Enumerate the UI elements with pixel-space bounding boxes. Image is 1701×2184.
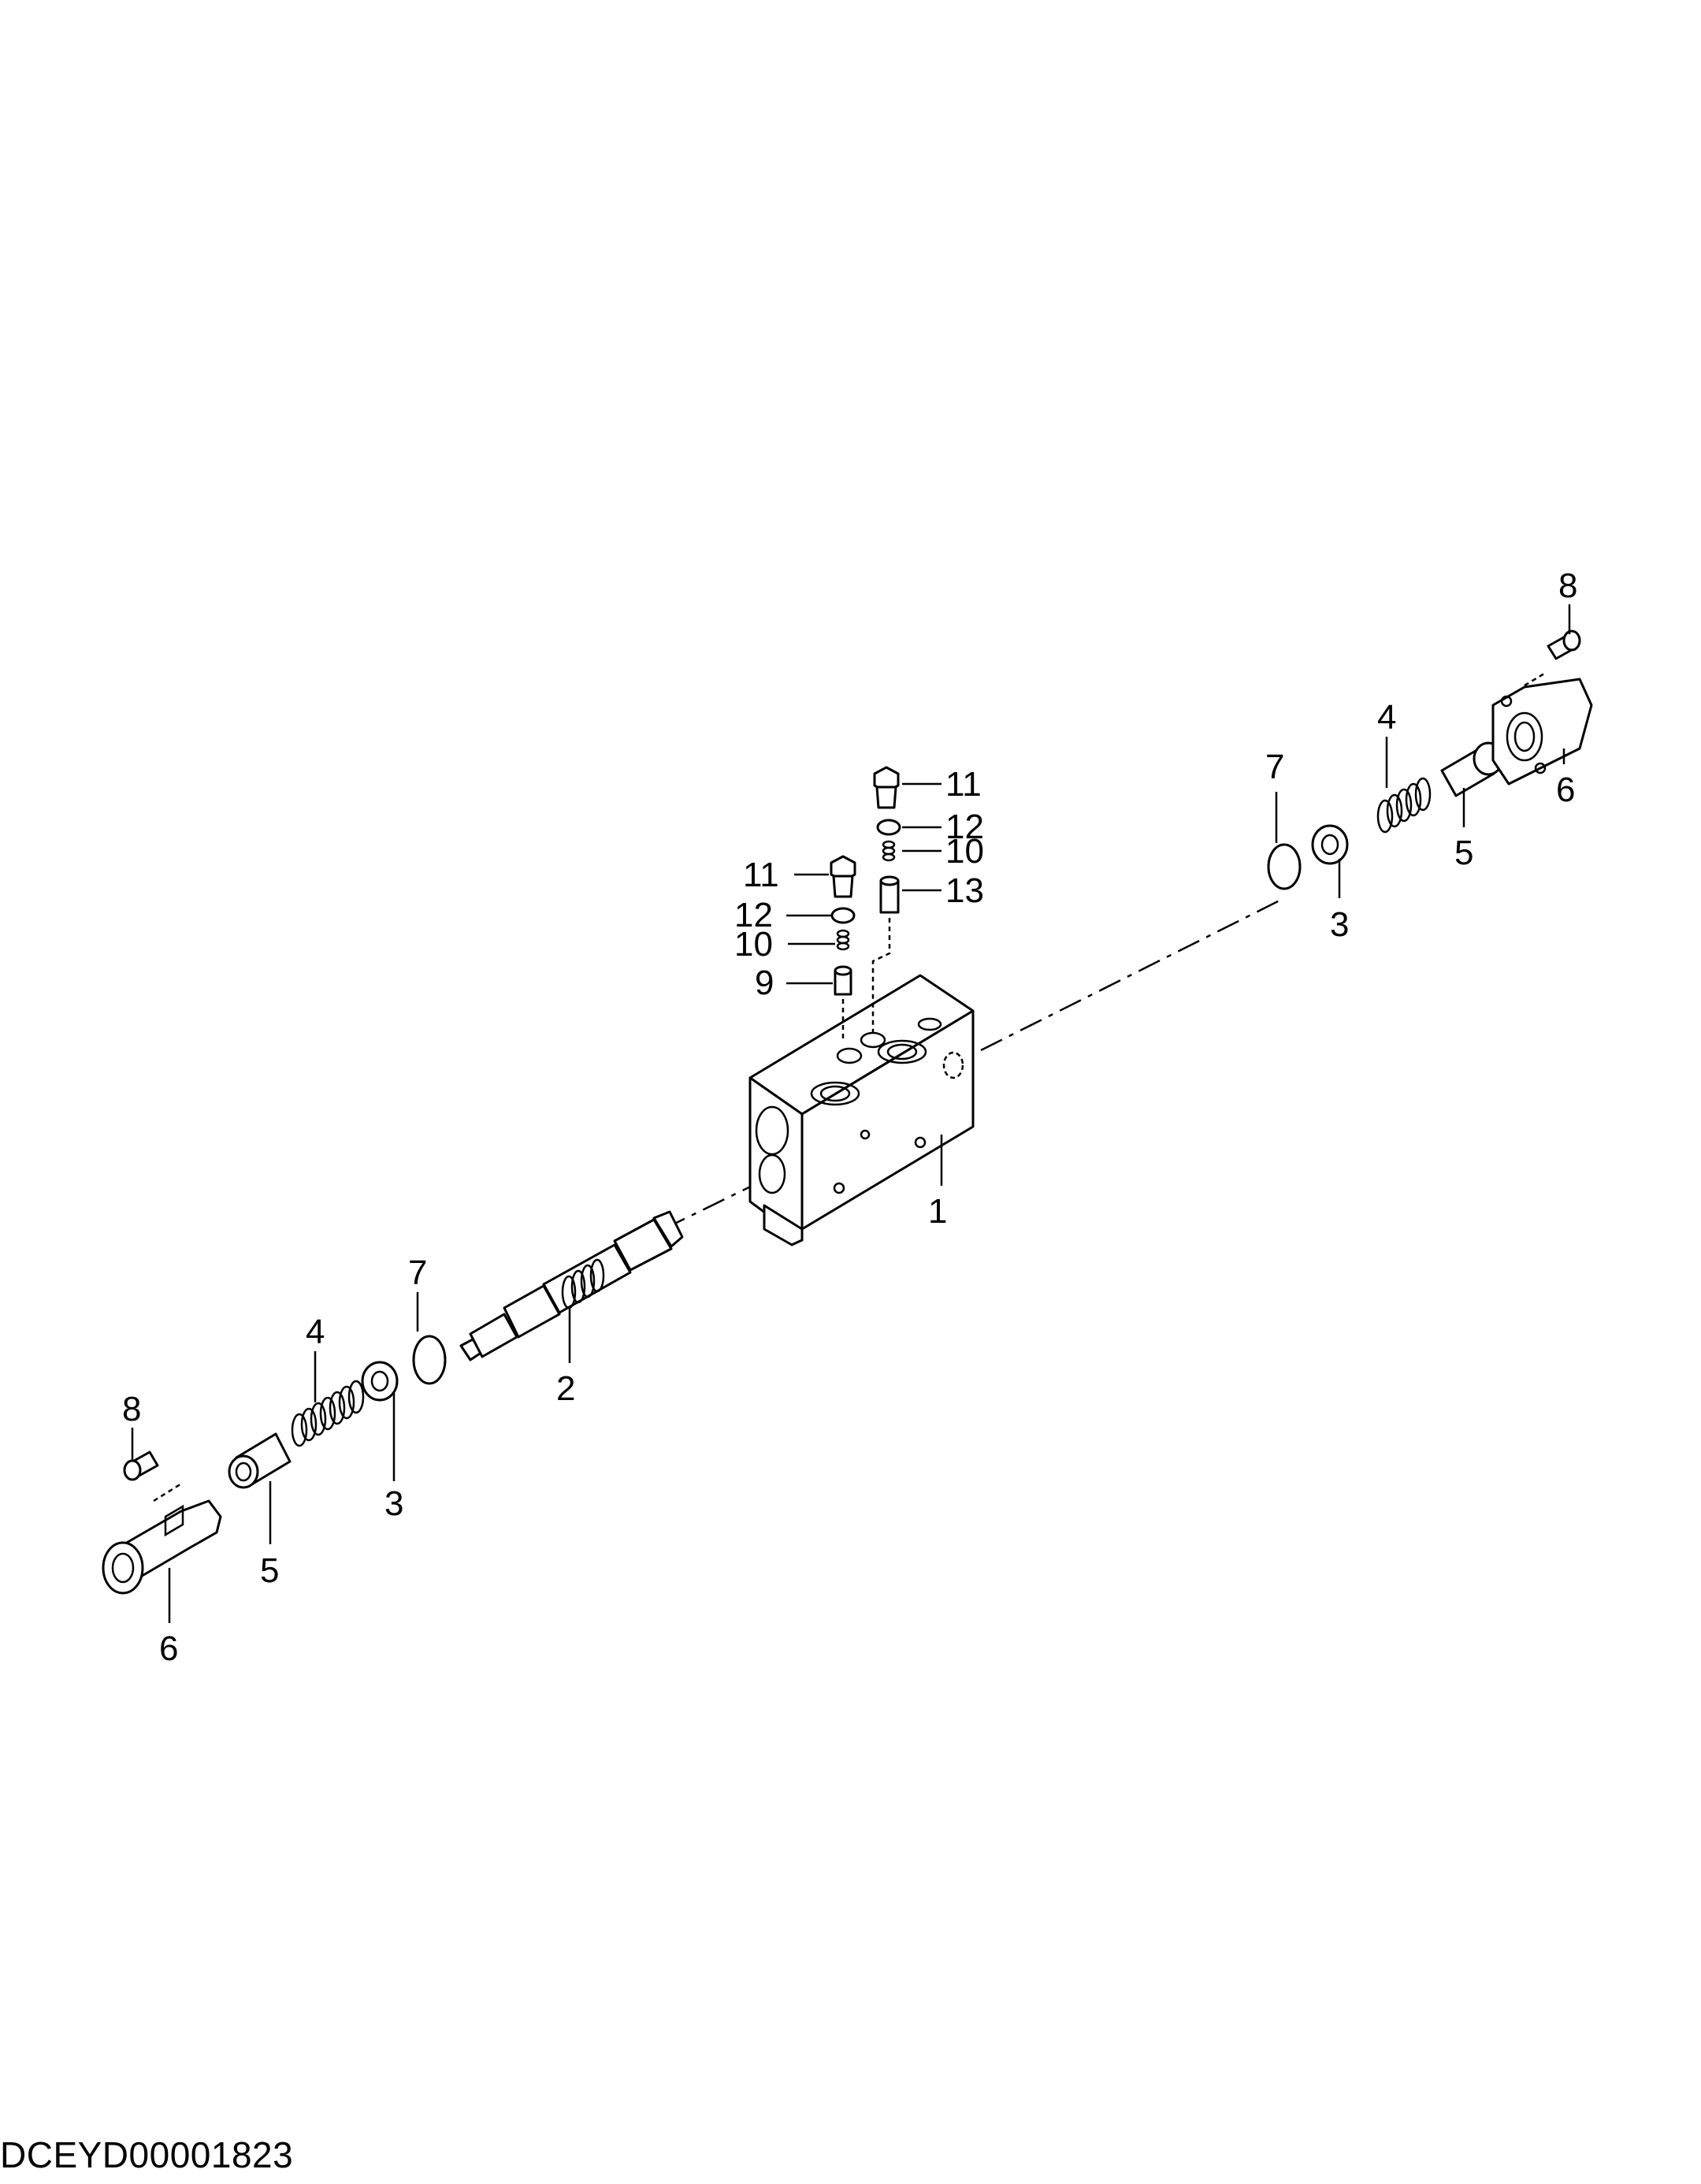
plug-right bbox=[873, 766, 900, 809]
axis-13 bbox=[871, 918, 891, 1032]
small-spring-left bbox=[836, 929, 850, 951]
valve-body-block bbox=[748, 974, 975, 1246]
small-spring-right bbox=[882, 840, 896, 862]
callout-8-right: 8 bbox=[1558, 566, 1577, 605]
callout-3-right: 3 bbox=[1330, 905, 1349, 944]
callout-11-left: 11 bbox=[743, 856, 779, 894]
poppet-13 bbox=[879, 875, 900, 914]
callout-9: 9 bbox=[755, 964, 774, 1002]
callout-4-left: 4 bbox=[306, 1313, 325, 1351]
callout-6-left: 6 bbox=[159, 1629, 178, 1668]
assembly-axis-line bbox=[663, 897, 1285, 1231]
callout-2: 2 bbox=[556, 1369, 575, 1408]
o-ring-right bbox=[1267, 843, 1302, 890]
callout-12-left: 12 bbox=[734, 896, 773, 934]
callout-8-left: 8 bbox=[122, 1390, 141, 1428]
callout-10-left: 10 bbox=[734, 925, 773, 964]
spring-seat-left bbox=[361, 1361, 399, 1402]
callout-7-left: 7 bbox=[408, 1254, 427, 1292]
callout-5-left: 5 bbox=[260, 1551, 279, 1590]
callout-7-right: 7 bbox=[1265, 748, 1284, 786]
drawing-code: DCEYD00001823 bbox=[0, 2134, 294, 2175]
plug-left bbox=[830, 855, 856, 898]
cover-left bbox=[102, 1481, 222, 1595]
spring-seat-right bbox=[1311, 824, 1349, 865]
callout-1: 1 bbox=[928, 1192, 947, 1231]
callout-5-right: 5 bbox=[1454, 834, 1473, 872]
callout-6-right: 6 bbox=[1556, 771, 1575, 809]
cover-right bbox=[1491, 672, 1593, 786]
callout-10-right: 10 bbox=[945, 832, 984, 871]
o-ring-small-left bbox=[830, 907, 856, 924]
o-ring-left bbox=[412, 1335, 447, 1385]
bolt-right bbox=[1547, 630, 1581, 660]
poppet-9 bbox=[834, 965, 852, 996]
spring-right bbox=[1376, 777, 1432, 834]
o-ring-small-right bbox=[876, 819, 901, 836]
callout-4-right: 4 bbox=[1377, 698, 1396, 737]
callout-11-right: 11 bbox=[945, 765, 982, 804]
callout-12-right: 12 bbox=[945, 808, 984, 846]
bolt-left bbox=[123, 1450, 159, 1481]
spring-left bbox=[291, 1380, 365, 1447]
spool bbox=[459, 1210, 684, 1361]
callout-13: 13 bbox=[945, 871, 984, 910]
stopper-left bbox=[228, 1432, 292, 1489]
callout-3-left: 3 bbox=[384, 1484, 403, 1523]
